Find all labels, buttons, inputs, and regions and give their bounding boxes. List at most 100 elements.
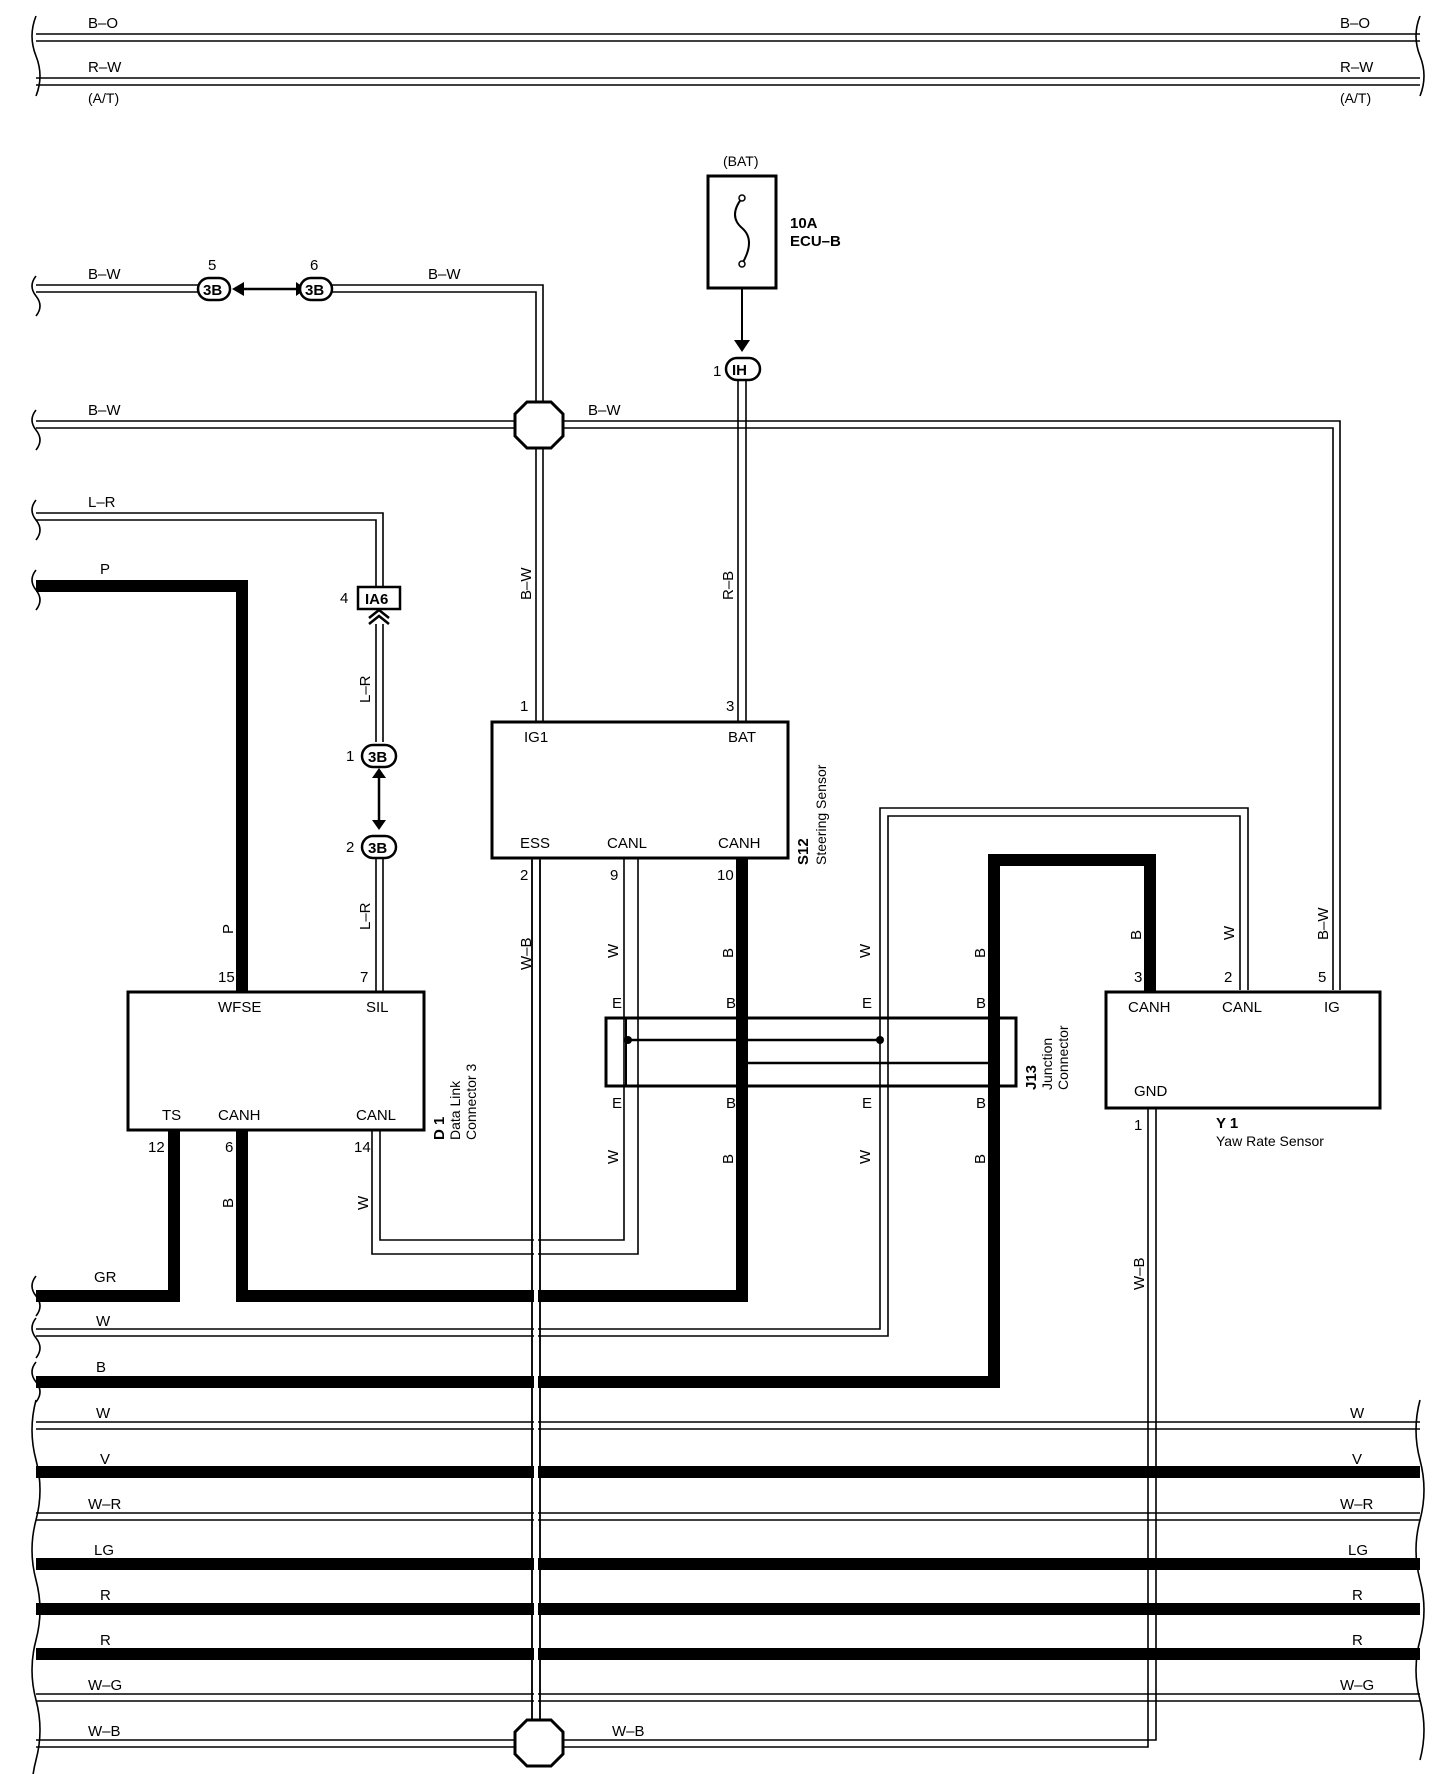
svg-text:3B: 3B [368, 840, 387, 857]
fuse-rating: 10A [790, 215, 818, 232]
wire-label-lg-right: LG [1348, 1542, 1368, 1559]
yaw-sensor-box [1104, 990, 1382, 1110]
wire-label-r2-left: R [100, 1632, 111, 1649]
steering-sensor-box [490, 720, 790, 860]
wire-label-v-left: V [100, 1451, 110, 1468]
wire-label-b-left: B [96, 1359, 106, 1376]
fuse-box [706, 174, 778, 290]
wire-label-wr-left: W–R [88, 1496, 122, 1513]
svg-text:E: E [612, 1095, 622, 1112]
at-label-right: (A/T) [1340, 90, 1371, 106]
connector-ia6: 4 IA6 [340, 585, 402, 611]
wire-label-bw-1: B–W [88, 266, 121, 283]
steering-sensor: 1 3 IG1 BAT ESS CANL CANH 2 9 10 S12 Ste… [490, 698, 829, 884]
svg-text:2: 2 [520, 867, 528, 884]
dlc-name-2: Connector 3 [463, 1064, 479, 1140]
wire-label-w-left-1: W [96, 1313, 111, 1330]
wire-label-wr-right: W–R [1340, 1496, 1374, 1513]
wire-label-gr: GR [94, 1269, 117, 1286]
junction-name-1: Junction [1039, 1038, 1055, 1090]
pin-label-wfse: WFSE [218, 999, 261, 1016]
svg-text:3: 3 [726, 698, 734, 715]
svg-text:IA6: IA6 [365, 591, 388, 608]
wire-label-bw-2: B–W [428, 266, 461, 283]
wire-label-w-j13-b: W [857, 1149, 874, 1164]
wire-label-bo-right: B–O [1340, 15, 1370, 32]
wire-label-wb-left: W–B [88, 1723, 121, 1740]
connector-ih: 1 IH [713, 356, 762, 382]
wire-label-b-y1: B [1128, 930, 1145, 940]
steering-sensor-code: S12 [795, 838, 812, 865]
svg-text:15: 15 [218, 969, 235, 986]
fuse-name: ECU–B [790, 233, 841, 250]
wire-label-p-2: P [220, 924, 237, 934]
wire-gr [36, 1130, 180, 1302]
top-bus: B–O B–O R–W R–W (A/T) (A/T) [31, 15, 1425, 106]
svg-text:B: B [726, 1095, 736, 1112]
yaw-rate-sensor: 3 2 5 CANH CANL IG GND 1 Y 1 Yaw Rate Se… [1104, 969, 1382, 1149]
connector-ih-pin: 1 [713, 363, 721, 380]
pin-label-gnd: GND [1134, 1083, 1168, 1100]
wire-label-wg-right: W–G [1340, 1677, 1374, 1694]
wire-label-wb-ess: W–B [518, 937, 535, 970]
junction-name-2: Connector [1055, 1025, 1071, 1090]
wire-label-bw-6: B–W [1315, 907, 1332, 940]
svg-text:10: 10 [717, 867, 734, 884]
wire-label-lr-2: L–R [357, 675, 374, 703]
junction-box [604, 1016, 1018, 1088]
wire-label-p-1: P [100, 561, 110, 578]
wire-label-rw-right: R–W [1340, 59, 1374, 76]
svg-text:4: 4 [340, 590, 348, 607]
wire-label-b-j13-b: B [972, 1154, 989, 1164]
wire-label-rw-left: R–W [88, 59, 122, 76]
connector-3b-5: 5 3B [196, 257, 232, 302]
pin-label-canl-y1: CANL [1222, 999, 1262, 1016]
wire-label-bw-3: B–W [88, 402, 121, 419]
wire-canh-b [236, 858, 748, 1302]
splice-point-bottom [513, 1718, 565, 1768]
wire-label-w-j13-a: W [857, 943, 874, 958]
wire-label-r1-left: R [100, 1587, 111, 1604]
svg-text:1: 1 [1134, 1117, 1142, 1134]
svg-text:6: 6 [310, 257, 318, 274]
connector-3b-1: 1 3B [346, 743, 398, 769]
steering-sensor-name: Steering Sensor [813, 764, 829, 865]
svg-text:3B: 3B [368, 749, 387, 766]
data-link-connector: 15 7 WFSE SIL TS CANH CANL 12 6 14 D 1 D… [126, 969, 479, 1156]
wire-label-r1-right: R [1352, 1587, 1363, 1604]
pin-label-bat: BAT [728, 729, 756, 746]
junction-connector-j13: E B E B E B E B J13 Junction Connector [604, 995, 1071, 1112]
pin-label-ig: IG [1324, 999, 1340, 1016]
splice-point-top [513, 400, 565, 450]
wire-label-b-s12-b: B [720, 1154, 737, 1164]
svg-text:9: 9 [610, 867, 618, 884]
fuse-source-label: (BAT) [723, 153, 759, 169]
svg-text:12: 12 [148, 1139, 165, 1156]
svg-text:7: 7 [360, 969, 368, 986]
pin-label-ts: TS [162, 1107, 181, 1124]
at-label-left: (A/T) [88, 90, 119, 106]
wire-label-w-y1: W [1221, 925, 1238, 940]
connector-3b-6: 6 3B [298, 257, 334, 302]
wire-label-bo-left: B–O [88, 15, 118, 32]
svg-text:3B: 3B [305, 282, 324, 299]
arrow-down-icon [734, 340, 750, 352]
wire-label-lr-1: L–R [88, 494, 116, 511]
svg-text:E: E [862, 1095, 872, 1112]
wire-label-b-s12-a: B [720, 948, 737, 958]
wire-p [36, 580, 248, 992]
wire-label-b-dlc: B [220, 1198, 237, 1208]
yaw-sensor-code: Y 1 [1216, 1115, 1238, 1132]
wire-label-w-right: W [1350, 1405, 1365, 1422]
wire-label-b-j13-a: B [972, 948, 989, 958]
svg-text:E: E [862, 995, 872, 1012]
wire-rb [737, 380, 747, 722]
svg-text:3B: 3B [203, 282, 222, 299]
pin-label-sil: SIL [366, 999, 389, 1016]
wire-label-bw-4: B–W [588, 402, 621, 419]
svg-text:14: 14 [354, 1139, 371, 1156]
pin-label-canl-s12: CANL [607, 835, 647, 852]
pin-label-canl-d1: CANL [356, 1107, 396, 1124]
svg-text:6: 6 [225, 1139, 233, 1156]
